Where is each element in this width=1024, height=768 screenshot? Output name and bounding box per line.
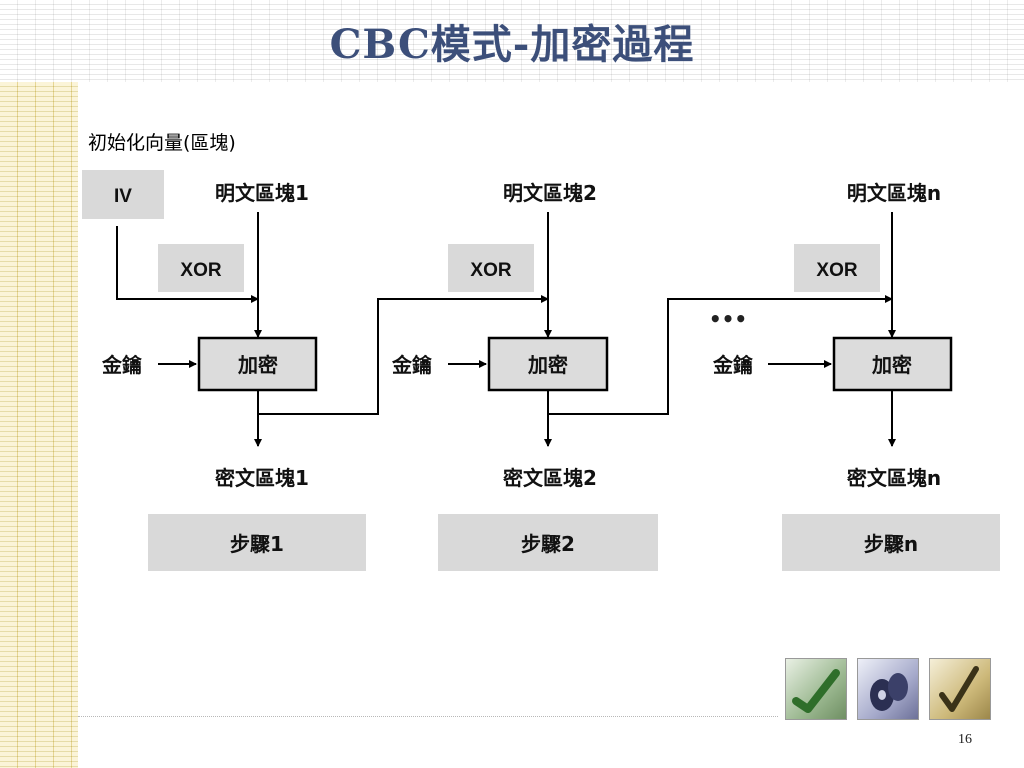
step-label-n: 步驟n	[864, 532, 918, 556]
pen-check-icon	[929, 658, 991, 720]
chain-arrow-1	[258, 295, 549, 415]
iv-box	[82, 170, 164, 219]
page-number: 16	[958, 732, 972, 747]
xor-label-2: XOR	[470, 260, 511, 281]
step-box-2	[438, 514, 658, 571]
plaintext-label-1: 明文區塊1	[215, 181, 309, 205]
ellipsis-marker: •••	[709, 307, 747, 331]
key-label-1: 金鑰	[101, 353, 142, 377]
step-box-n	[782, 514, 1000, 571]
encrypt-label-2: 加密	[527, 353, 568, 377]
ciphertext-label-2: 密文區塊2	[503, 466, 597, 490]
step-label-2: 步驟2	[521, 532, 575, 556]
disc-icon	[857, 658, 919, 720]
xor-box-n	[794, 244, 880, 292]
xor-label-1: XOR	[180, 260, 221, 281]
xor-box-2	[448, 244, 534, 292]
check-icon	[785, 658, 847, 720]
slide-title: CBC模式-加密過程	[329, 21, 695, 68]
plaintext-label-2: 明文區塊2	[503, 181, 597, 205]
encrypt-label-1: 加密	[237, 353, 278, 377]
subtitle: 初始化向量(區塊)	[88, 132, 236, 154]
sidebar-band	[0, 82, 78, 768]
key-label-n: 金鑰	[712, 353, 753, 377]
iv-label: IV	[114, 186, 132, 207]
encrypt-box-1	[197, 336, 318, 392]
ciphertext-label-1: 密文區塊1	[215, 466, 309, 490]
encrypt-box-2	[487, 336, 609, 392]
encrypt-label-n: 加密	[871, 353, 912, 377]
iv-arrow	[116, 226, 259, 303]
xor-box-1	[158, 244, 244, 292]
header-band	[0, 0, 1024, 82]
footer-divider	[78, 716, 778, 717]
plaintext-label-n: 明文區塊n	[847, 181, 941, 205]
encrypt-box-n	[832, 336, 953, 392]
ciphertext-label-n: 密文區塊n	[847, 466, 941, 490]
chain-arrow-2	[548, 295, 893, 415]
step-label-1: 步驟1	[230, 532, 284, 556]
step-box-1	[148, 514, 366, 571]
xor-label-n: XOR	[816, 260, 857, 281]
key-label-2: 金鑰	[391, 353, 432, 377]
